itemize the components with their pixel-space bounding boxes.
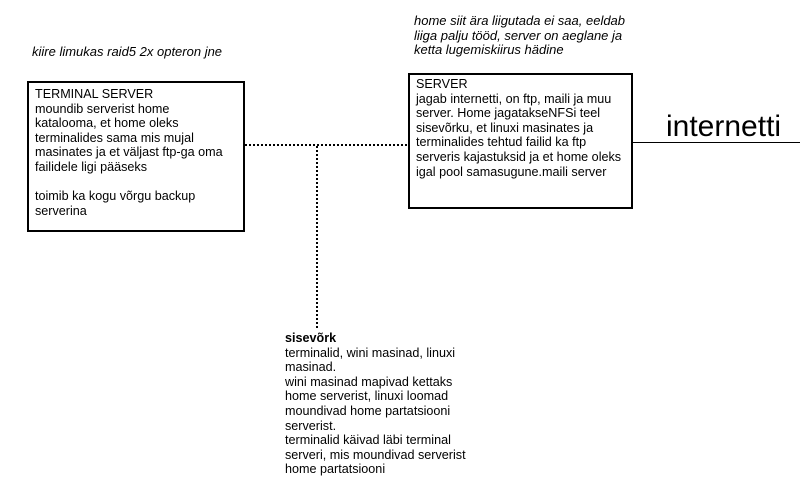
terminal-server-box-line: katalooma, et home oleks xyxy=(35,116,179,131)
server-box-line: serveris kajastuksid ja et home oleks xyxy=(416,149,622,164)
internet-label: internetti xyxy=(666,110,782,143)
server-box-line: server. Home jagatakseNFSi teel xyxy=(416,106,601,121)
terminal-server-box-line: failidele ligi pääseks xyxy=(35,159,148,174)
terminal-server-box-line: terminalides sama mis mujal xyxy=(35,130,194,145)
terminal-server-box: TERMINAL SERVER moundib serverist home k… xyxy=(27,81,245,232)
server-box-line: sisevõrku, et linuxi masinates ja xyxy=(416,120,594,135)
terminal-server-box-line: toimib ka kogu võrgu backup xyxy=(35,189,196,204)
terminal-server-box-line: serverina xyxy=(35,203,87,218)
sisevork-line: terminalid käivad läbi terminal xyxy=(285,433,451,448)
terminal-server-box-blank-line xyxy=(35,175,237,190)
sisevork-block: sisevõrk terminalid, wini masinad, linux… xyxy=(285,331,466,477)
sisevork-line: masinad. xyxy=(285,360,337,375)
server-box-line: terminalides tehtud failid ka ftp xyxy=(416,135,587,150)
internet-connection-line xyxy=(633,142,800,143)
server-note-line: liiga palju tööd, server on aeglane ja xyxy=(414,27,623,43)
sisevork-title: sisevõrk xyxy=(285,331,337,345)
dotted-connector-to-sisevork xyxy=(316,146,318,329)
sisevork-line: serveri, mis moundivad serverist xyxy=(285,447,466,462)
terminal-server-box-title: TERMINAL SERVER xyxy=(35,87,154,101)
sisevork-line: moundivad home partatsiooni xyxy=(285,403,451,418)
sisevork-line: serverist. xyxy=(285,418,337,433)
server-box: SERVER jagab internetti, on ftp, maili j… xyxy=(408,73,633,209)
server-box-line: jagab internetti, on ftp, maili ja muu xyxy=(416,91,612,106)
terminal-server-box-line: masinates ja et väljast ftp-ga oma xyxy=(35,145,223,160)
sisevork-line: terminalid, wini masinad, linuxi xyxy=(285,345,456,360)
terminal-server-box-line: moundib serverist home xyxy=(35,101,170,116)
server-note: home siit ära liigutada ei saa, eeldab l… xyxy=(414,13,626,58)
server-box-line: igal pool samasugune.maili server xyxy=(416,164,607,179)
server-note-line: ketta lugemiskiirus hädine xyxy=(414,42,564,58)
sisevork-line: home serverist, linuxi loomad xyxy=(285,389,449,404)
dotted-connector-terminal-to-server xyxy=(245,144,408,146)
sisevork-line: home partatsiooni xyxy=(285,462,386,477)
sisevork-line: wini masinad mapivad kettaks xyxy=(285,374,453,389)
server-box-title: SERVER xyxy=(416,77,468,91)
server-note-line: home siit ära liigutada ei saa, eeldab xyxy=(414,13,626,28)
terminal-server-note: kiire limukas raid5 2x opteron jne xyxy=(32,44,223,59)
